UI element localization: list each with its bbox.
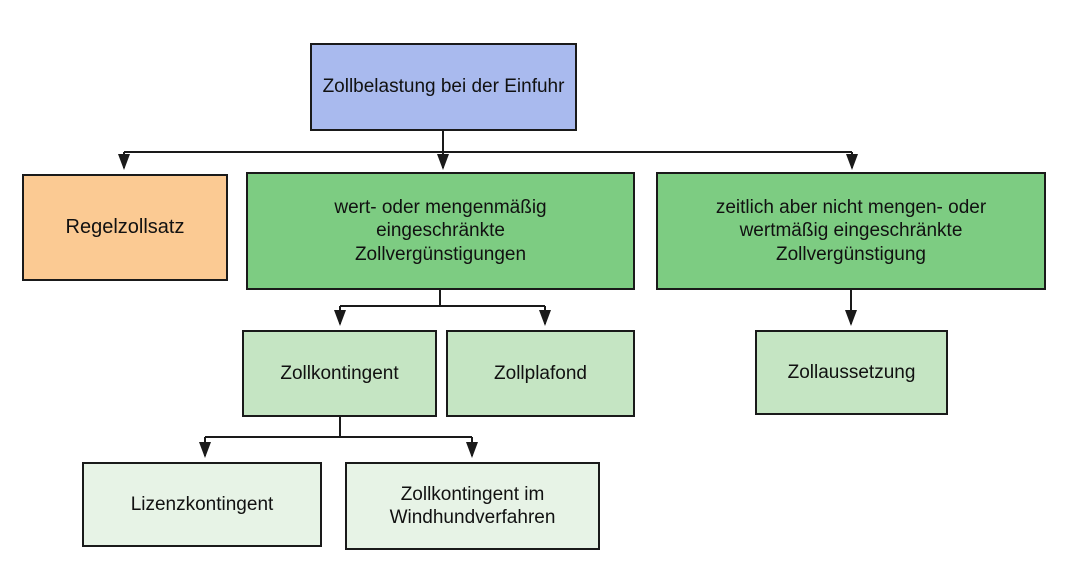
node-zollplafond: Zollplafond	[446, 330, 635, 417]
connector-wert-to-children	[334, 290, 551, 326]
node-label: Zollplafond	[494, 362, 587, 384]
node-regelzollsatz: Regelzollsatz	[22, 174, 228, 281]
node-zollkontingent-windhundverfahren: Zollkontingent im Windhundverfahren	[345, 462, 600, 550]
node-wert-mengen-verguenstigungen: wert- oder mengenmäßig eingeschränkte Zo…	[246, 172, 635, 290]
node-label: Zollaussetzung	[787, 361, 916, 383]
node-label: Lizenzkontingent	[130, 493, 274, 515]
node-label: Zollkontingent	[280, 362, 399, 384]
node-zeitlich-verguenstigung: zeitlich aber nicht mengen- oder wertmäß…	[656, 172, 1046, 290]
node-zollbelastung-root: Zollbelastung bei der Einfuhr	[310, 43, 577, 131]
connector-zollkontingent-to-children	[199, 417, 478, 458]
node-lizenzkontingent: Lizenzkontingent	[82, 462, 322, 547]
node-zollaussetzung: Zollaussetzung	[755, 330, 948, 415]
node-zollkontingent: Zollkontingent	[242, 330, 437, 417]
node-label: wert- oder mengenmäßig eingeschränkte Zo…	[334, 197, 547, 265]
connector-root-to-children	[118, 131, 858, 170]
node-label: zeitlich aber nicht mengen- oder wertmäß…	[715, 197, 987, 265]
node-label: Zollkontingent im Windhundverfahren	[389, 483, 556, 528]
node-label: Regelzollsatz	[65, 216, 185, 239]
node-label: Zollbelastung bei der Einfuhr	[322, 76, 565, 98]
